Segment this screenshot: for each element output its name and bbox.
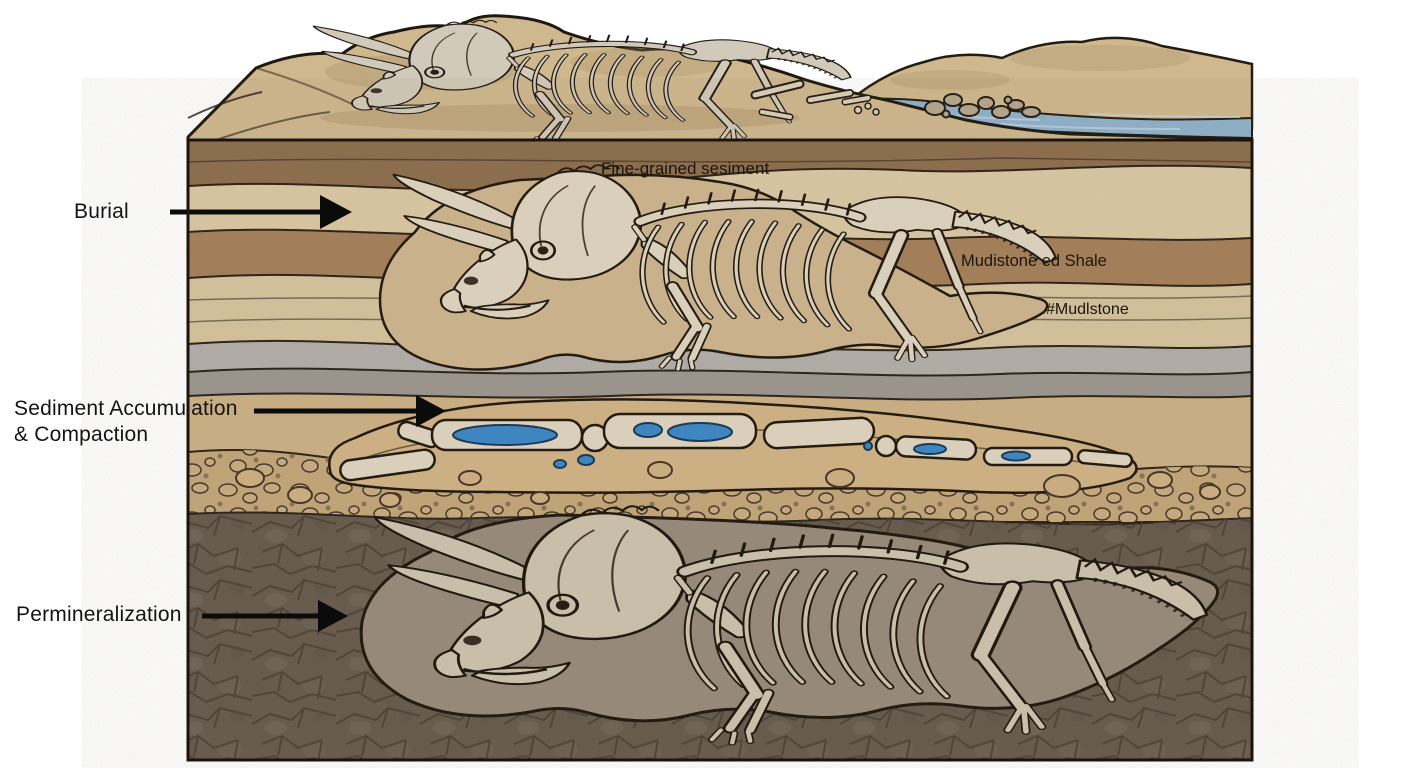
label-burial: Burial	[74, 200, 129, 223]
panel-border	[186, 138, 1254, 762]
permineralization-stage	[359, 506, 1220, 743]
burial-stage	[378, 165, 1056, 369]
label-permineralization: Permineralization	[16, 603, 182, 626]
annotation-fine-grained-sediment: Fine-grained sesiment	[601, 159, 770, 178]
scattered-bones	[750, 79, 880, 121]
label-sediment-compaction: Sediment Accumulation & Compaction	[14, 397, 238, 446]
permineralization-arrow	[202, 600, 348, 632]
shore-pebbles	[924, 93, 1041, 119]
surface-scene	[186, 16, 1254, 145]
terrain-fold-lines	[187, 67, 353, 143]
compaction-stage	[235, 398, 1221, 508]
sediment-arrow	[254, 395, 446, 427]
burial-arrow	[170, 195, 352, 229]
annotation-mudstone-shale: Mudistone ed Shale	[961, 252, 1107, 270]
conglomerate-pebbles	[235, 461, 1221, 508]
annotation-mudstone: #Mudlstone	[1046, 301, 1129, 318]
mineral-deposits	[452, 422, 1031, 469]
